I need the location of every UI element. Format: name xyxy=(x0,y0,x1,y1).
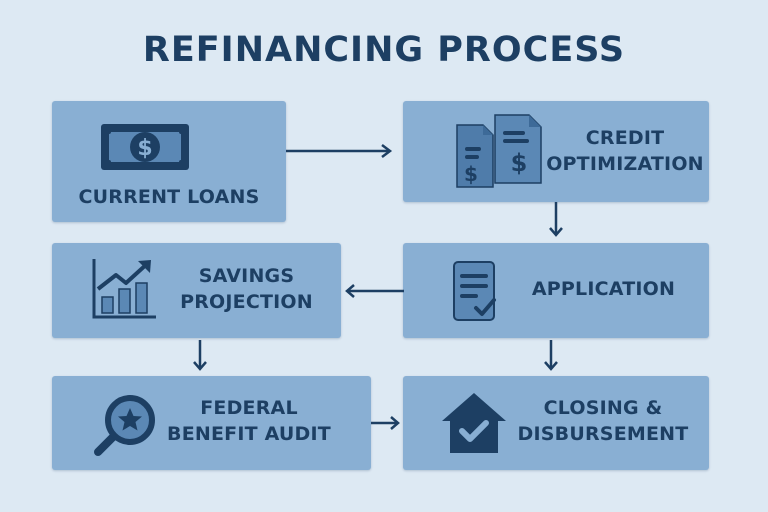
step-label-line1: CREDIT xyxy=(585,127,665,149)
step-credit-optimization: $ $ CREDIT OPTIMIZATION xyxy=(403,101,709,202)
svg-text:$: $ xyxy=(464,162,478,186)
house-check-icon xyxy=(442,393,506,453)
step-label-line1: CLOSING & xyxy=(543,397,663,419)
step-savings-projection: SAVINGS PROJECTION xyxy=(52,243,341,338)
arrow-credit-to-application xyxy=(549,202,563,237)
step-label-line2: PROJECTION xyxy=(180,291,313,313)
step-closing-disbursement: CLOSING & DISBURSEMENT xyxy=(403,376,709,470)
checklist-document-icon xyxy=(453,261,496,321)
growth-chart-icon xyxy=(92,259,156,319)
step-label-line2: BENEFIT AUDIT xyxy=(167,423,331,445)
step-current-loans: $ CURRENT LOANS xyxy=(52,101,286,222)
arrow-current-to-credit xyxy=(286,144,393,158)
step-label: APPLICATION xyxy=(531,278,676,300)
step-application: APPLICATION xyxy=(403,243,709,338)
step-federal-benefit-audit: FEDERAL BENEFIT AUDIT xyxy=(52,376,371,470)
arrow-savings-to-federal xyxy=(193,340,207,371)
diagram-title: REFINANCING PROCESS xyxy=(142,30,626,70)
step-label-line2: DISBURSEMENT xyxy=(517,423,689,445)
arrow-federal-to-closing xyxy=(371,416,400,430)
svg-text:$: $ xyxy=(137,136,152,161)
magnifier-star-icon xyxy=(94,395,155,456)
arrow-application-to-closing xyxy=(544,340,558,371)
documents-dollar-icon: $ $ xyxy=(456,114,542,188)
step-label-line1: SAVINGS xyxy=(198,265,295,287)
step-label-line2: OPTIMIZATION xyxy=(546,153,704,175)
dollar-bill-icon: $ xyxy=(101,124,189,170)
arrow-application-to-savings xyxy=(345,284,404,298)
svg-text:$: $ xyxy=(511,149,528,177)
step-label: CURRENT LOANS xyxy=(78,186,260,208)
step-label-line1: FEDERAL xyxy=(200,397,298,419)
